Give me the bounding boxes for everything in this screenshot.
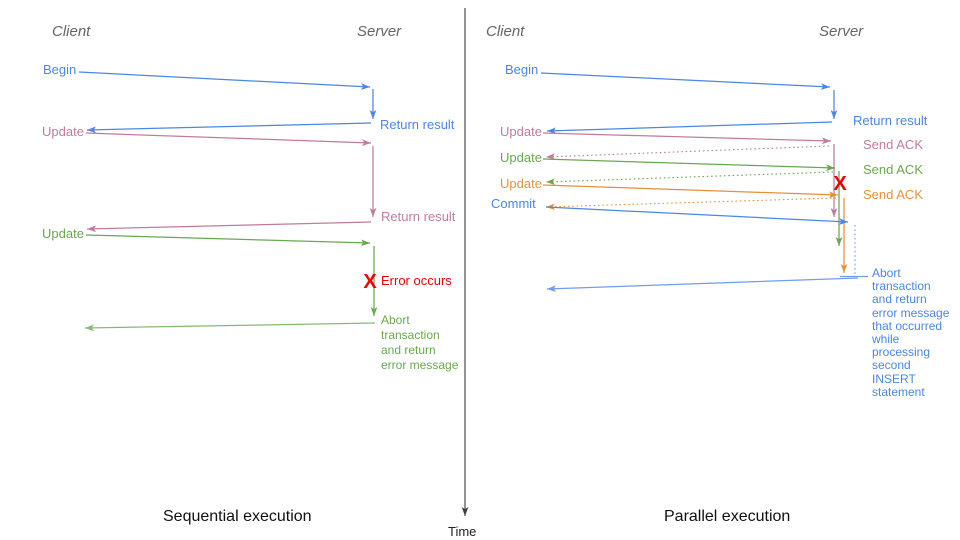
left-abort-line-3: and return bbox=[381, 343, 436, 357]
right-begin-label: Begin bbox=[505, 62, 538, 77]
left-server-header: Server bbox=[357, 23, 402, 40]
right-commit-label: Commit bbox=[491, 196, 536, 211]
right-abort-line-5: that occurred bbox=[872, 319, 942, 333]
sequential-panel: Client Server Begin Return result Update… bbox=[42, 23, 459, 525]
right-client-header: Client bbox=[486, 23, 525, 40]
parallel-caption: Parallel execution bbox=[664, 508, 790, 525]
left-abort-line-1: Abort bbox=[381, 313, 410, 327]
right-error-x-icon: X bbox=[833, 173, 847, 195]
left-abort-line-4: error message bbox=[381, 358, 459, 372]
right-ack-2-label: Send ACK bbox=[863, 162, 923, 177]
right-abort-line-9: INSERT bbox=[872, 372, 916, 386]
left-begin-label: Begin bbox=[43, 62, 76, 77]
right-update-3-label: Update bbox=[500, 176, 542, 191]
left-error-label: Error occurs bbox=[381, 273, 452, 288]
right-update-2-request-line bbox=[542, 158, 836, 172]
right-abort-line-10: statement bbox=[872, 385, 925, 399]
right-abort-text-block: Abort transaction and return error messa… bbox=[871, 266, 950, 399]
right-ack-1-label: Send ACK bbox=[863, 137, 923, 152]
left-abort-return-line bbox=[84, 322, 376, 332]
right-return-result-line bbox=[546, 121, 833, 135]
right-ack-3-label: Send ACK bbox=[863, 187, 923, 202]
sequential-caption: Sequential execution bbox=[163, 508, 312, 525]
right-abort-line-6: while bbox=[871, 332, 900, 346]
time-axis-label: Time bbox=[448, 524, 476, 539]
left-begin-request-line bbox=[78, 71, 371, 90]
left-update-1-request-line bbox=[85, 132, 372, 147]
left-client-header: Client bbox=[52, 23, 91, 40]
right-abort-line-1: Abort bbox=[872, 266, 901, 280]
time-axis: Time bbox=[448, 8, 476, 539]
right-update-1-request-line bbox=[542, 132, 832, 145]
left-abort-line-2: transaction bbox=[381, 328, 440, 342]
left-update-2-request-line bbox=[85, 234, 371, 247]
right-abort-line-2: transaction bbox=[872, 279, 931, 293]
left-return-result-2-line bbox=[86, 221, 372, 233]
left-update-2-label: Update bbox=[42, 226, 84, 241]
right-return-result-label: Return result bbox=[853, 113, 928, 128]
right-update-1-label: Update bbox=[500, 124, 542, 139]
right-ack-2-line bbox=[545, 171, 834, 186]
parallel-panel: Client Server Begin Return result Update… bbox=[486, 23, 950, 525]
right-ack-3-line bbox=[545, 197, 837, 211]
right-abort-line-3: and return bbox=[872, 292, 927, 306]
left-abort-text-block: Abort transaction and return error messa… bbox=[381, 313, 459, 372]
left-return-result-1-label: Return result bbox=[380, 117, 455, 132]
right-update-2-label: Update bbox=[500, 150, 542, 165]
right-update-3-request-line bbox=[542, 184, 839, 199]
left-return-result-1-line bbox=[86, 122, 372, 134]
left-return-result-2-label: Return result bbox=[381, 209, 456, 224]
right-ack-1-line bbox=[545, 145, 830, 161]
right-abort-line-4: error message bbox=[872, 306, 950, 320]
right-commit-request-line bbox=[545, 206, 849, 225]
right-begin-request-line bbox=[540, 72, 831, 90]
right-abort-line-8: second bbox=[872, 358, 911, 372]
left-error-x-icon: X bbox=[363, 271, 377, 293]
left-update-1-label: Update bbox=[42, 124, 84, 139]
right-abort-line-7: processing bbox=[872, 345, 930, 359]
right-server-header: Server bbox=[819, 23, 864, 40]
right-abort-return-line bbox=[546, 277, 859, 293]
